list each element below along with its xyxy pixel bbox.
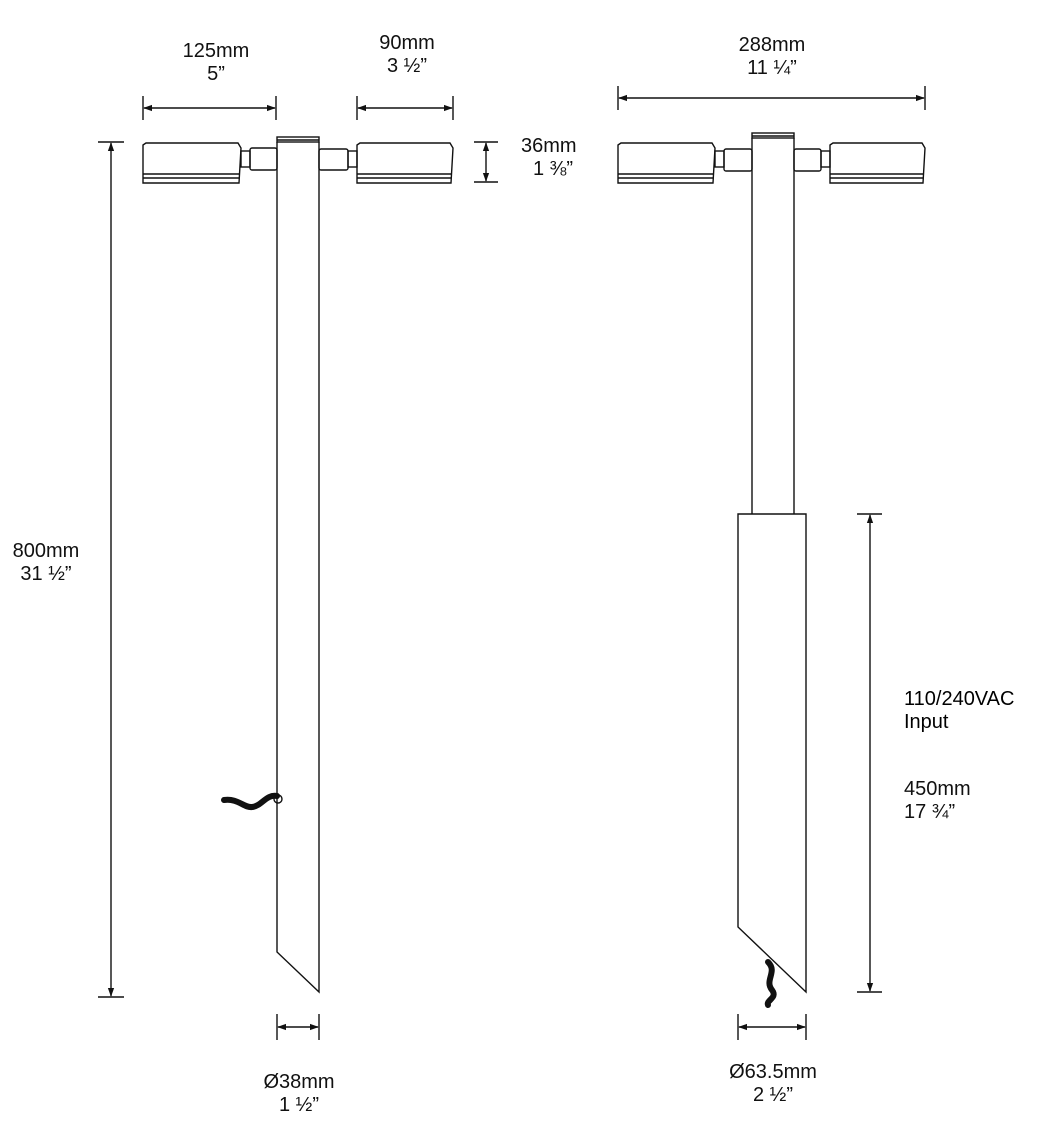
right-view	[617, 86, 926, 1040]
overall-height-imperial: 31 ½”	[20, 563, 72, 585]
spotlight-head-icon	[793, 142, 926, 184]
head-length-imperial: 5”	[207, 63, 225, 85]
head-height-metric: 36mm	[521, 135, 577, 157]
dimension-arrow-icon	[98, 141, 124, 998]
head-height-imperial: 1 ⅜”	[533, 158, 574, 180]
overall-height-label: 800mm 31 ½”	[13, 540, 80, 586]
stem-diameter-label: Ø38mm 1 ½”	[263, 1071, 334, 1117]
dimension-arrow-icon	[356, 96, 454, 120]
right-stem	[751, 132, 795, 514]
dimension-arrow-icon	[617, 86, 926, 110]
power-cable-icon	[764, 959, 777, 1008]
dimension-arrow-icon	[737, 1014, 807, 1040]
spike-length-label: 450mm 17 ¾”	[904, 778, 971, 824]
arm-length-label: 90mm 3 ½”	[379, 32, 435, 78]
dimension-arrow-icon	[142, 96, 277, 120]
spike-diameter-imperial: 2 ½”	[752, 1084, 794, 1106]
dimension-arrow-icon	[474, 141, 498, 183]
input-note-voltage: 110/240VAC	[904, 688, 1015, 710]
spike-length-metric: 450mm	[904, 778, 971, 800]
dimension-arrow-icon	[857, 513, 882, 993]
power-cable-icon	[221, 792, 280, 811]
arm-length-imperial: 3 ½”	[386, 55, 428, 77]
input-note: 110/240VAC Input	[904, 688, 1014, 734]
head-height-label: 36mm 1 ⅜”	[521, 135, 577, 181]
stem-diameter-imperial: 1 ½”	[278, 1094, 320, 1116]
head-length-label: 125mm 5”	[183, 40, 250, 86]
stem-diameter-metric: Ø38mm	[263, 1071, 335, 1093]
overall-width-label: 288mm 11 ¼”	[739, 34, 806, 80]
right-spike	[737, 513, 807, 994]
spike-length-imperial: 17 ¾”	[904, 801, 956, 823]
overall-width-metric: 288mm	[738, 34, 806, 56]
spotlight-head-icon	[142, 142, 278, 184]
left-stem	[276, 136, 320, 994]
spike-diameter-label: Ø63.5mm 2 ½”	[729, 1061, 817, 1107]
dimension-arrow-icon	[276, 1014, 320, 1040]
input-note-text: Input	[904, 711, 949, 733]
spike-diameter-metric: Ø63.5mm	[729, 1061, 817, 1083]
spotlight-head-icon	[318, 142, 454, 184]
head-length-metric: 125mm	[182, 40, 250, 62]
left-view	[98, 96, 498, 1040]
overall-width-imperial: 11 ¼”	[747, 57, 797, 79]
spotlight-head-icon	[617, 142, 753, 184]
overall-height-metric: 800mm	[12, 540, 80, 562]
arm-length-metric: 90mm	[379, 32, 435, 54]
